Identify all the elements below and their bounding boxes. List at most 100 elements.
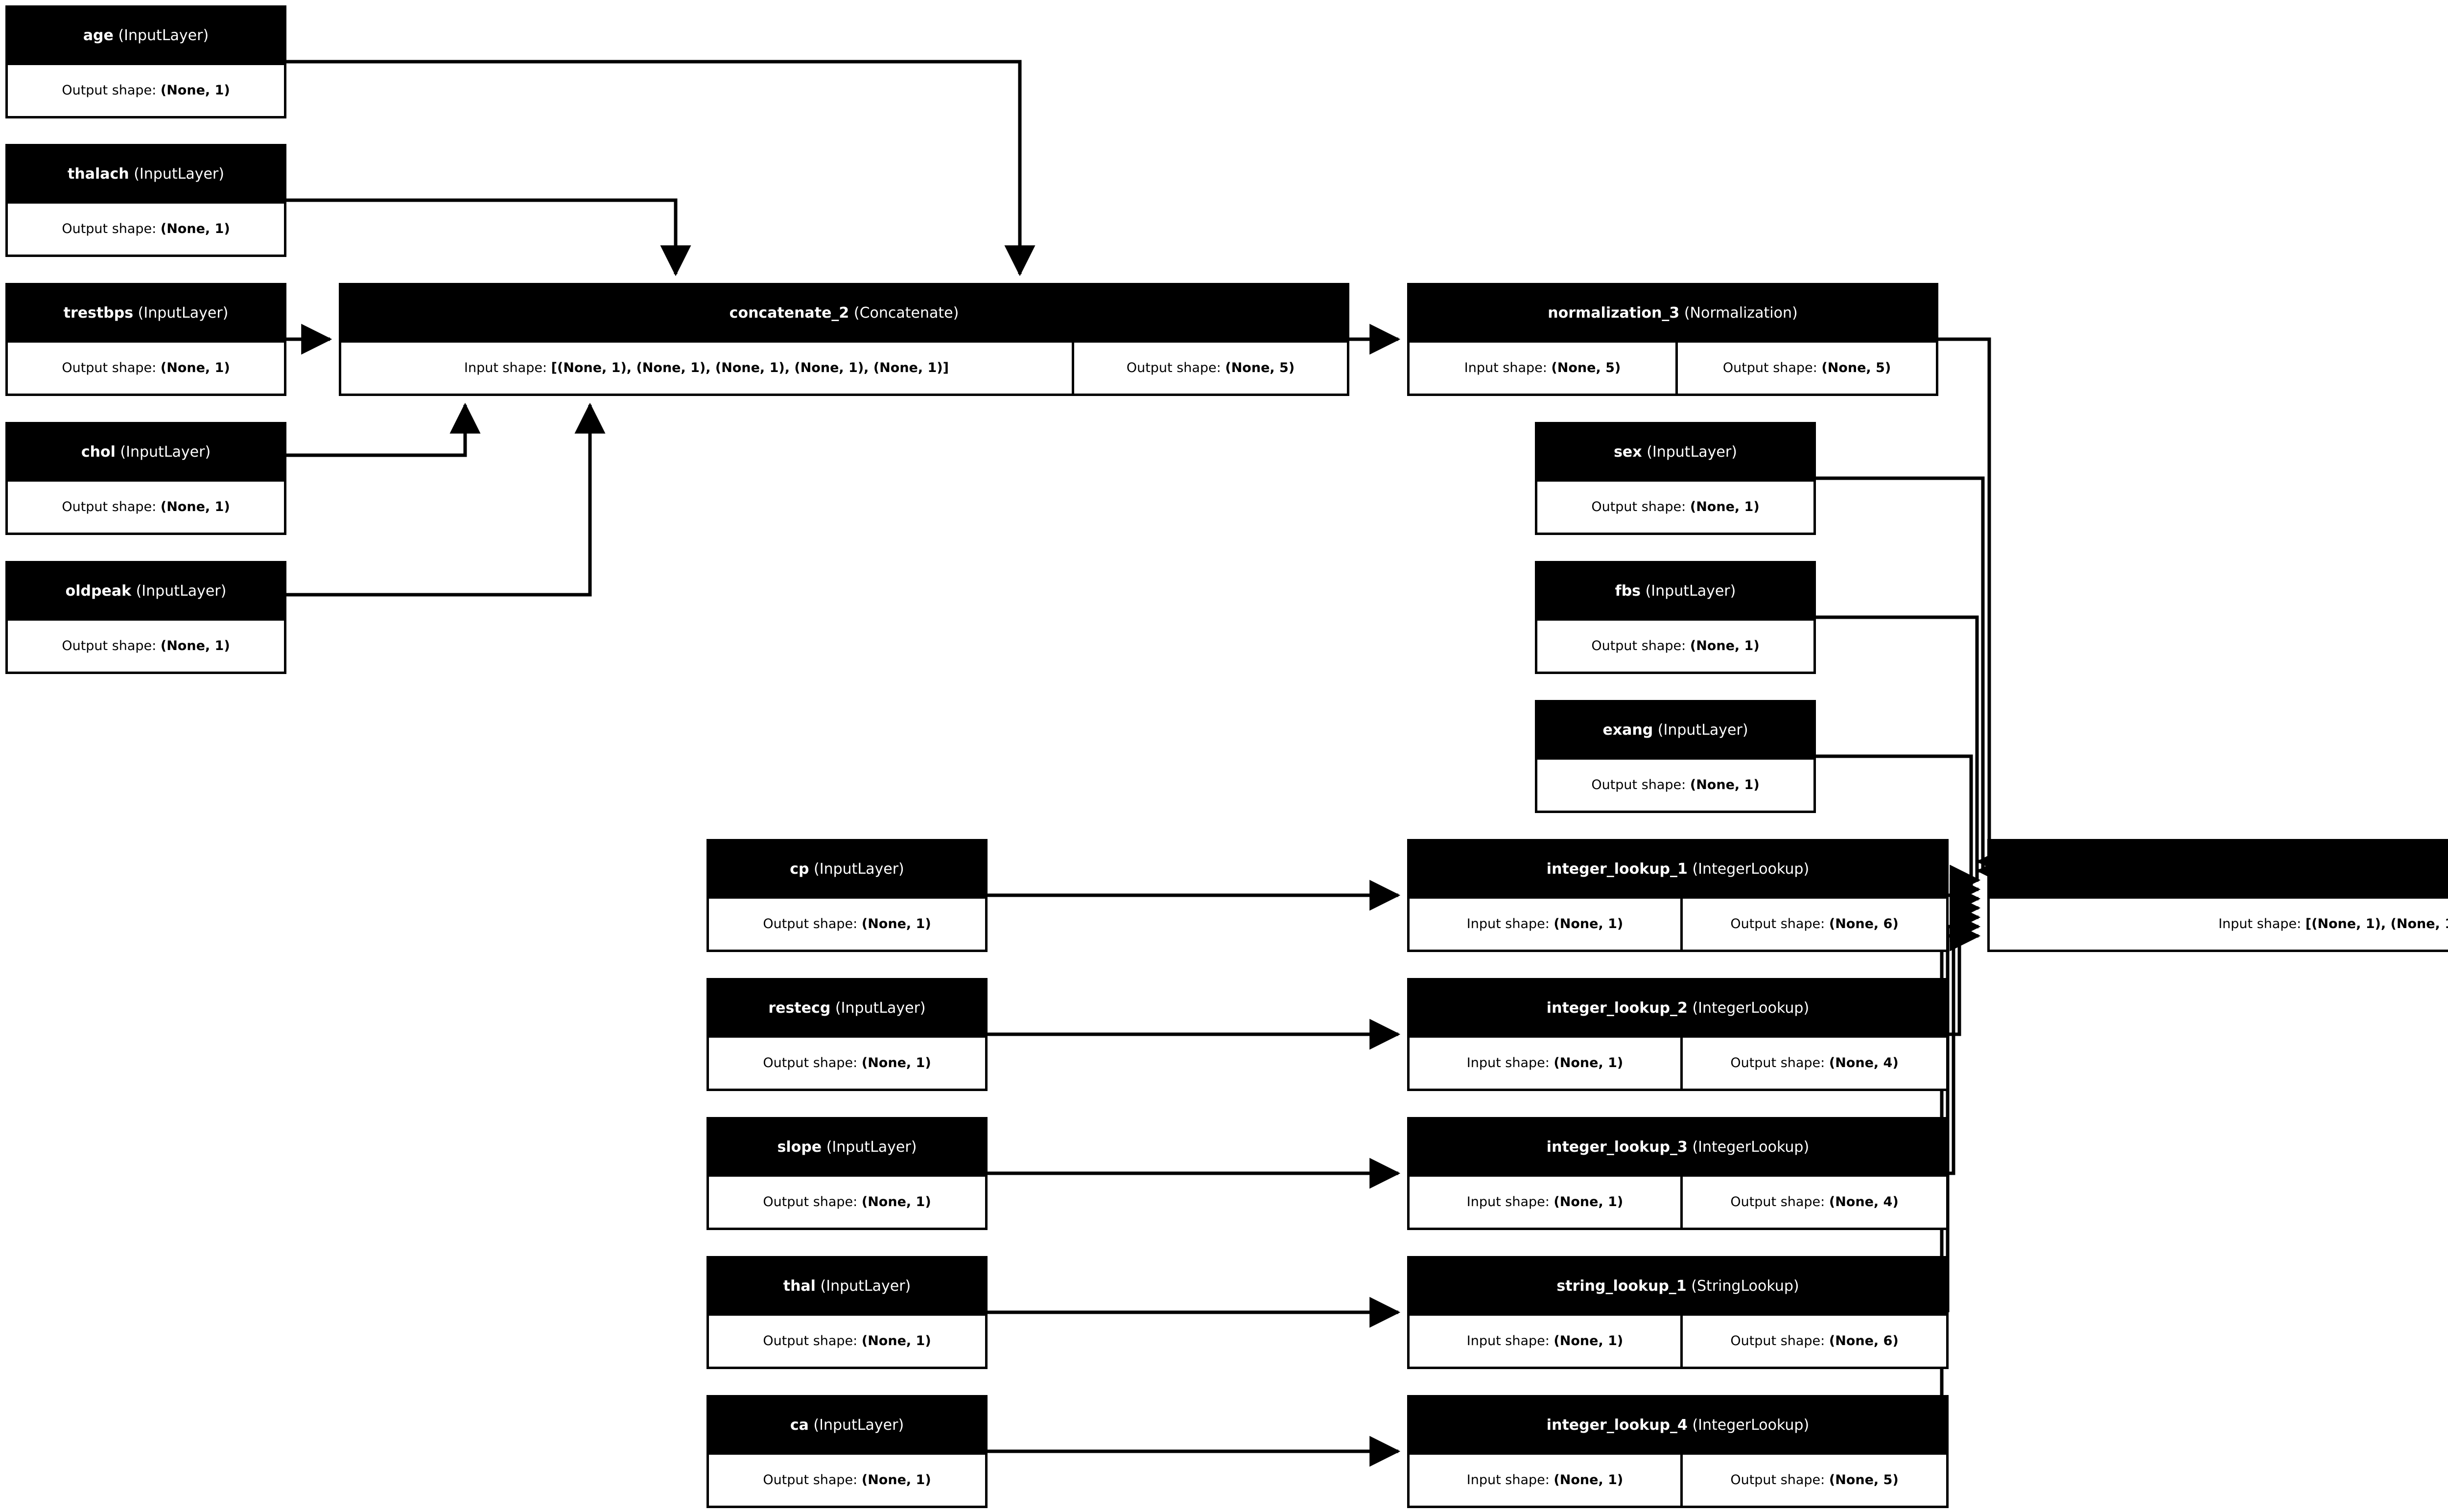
layer-node-chol[interactable]: chol (InputLayer)Output shape: (None, 1) — [5, 422, 286, 535]
layer-node-sex[interactable]: sex (InputLayer)Output shape: (None, 1) — [1535, 422, 1816, 535]
input-shape-label: Input shape: — [1466, 1055, 1554, 1071]
edge-integer_lookup_1-to-concatenate_3 — [1949, 883, 1981, 914]
layer-shapes-normalization_3: Input shape: (None, 5) Output shape: (Non… — [1410, 340, 1936, 394]
layer-class-chol: (InputLayer) — [120, 443, 211, 461]
output-shape-value: (None, 1) — [861, 1333, 931, 1349]
output-shape-label: Output shape: — [1722, 360, 1822, 376]
layer-class-oldpeak: (InputLayer) — [136, 582, 227, 600]
output-shape-value: (None, 1) — [160, 360, 230, 376]
layer-title-fbs: fbs (InputLayer) — [1537, 563, 1813, 618]
layer-output-shape-integer_lookup_1: Output shape: (None, 6) — [1680, 899, 1946, 950]
output-shape-value: (None, 1) — [861, 916, 931, 932]
layer-node-concatenate_3[interactable]: concatenate_3 (Concatenate)Input shape: … — [1987, 839, 2448, 952]
layer-node-normalization_3[interactable]: normalization_3 (Normalization)Input sha… — [1407, 283, 1938, 396]
layer-shapes-concatenate_2: Input shape: [(None, 1), (None, 1), (Non… — [341, 340, 1347, 394]
edge-integer_lookup_3-to-concatenate_3 — [1949, 902, 1981, 1175]
output-shape-value: (None, 4) — [1829, 1194, 1899, 1210]
layer-output-shape-chol: Output shape: (None, 1) — [8, 482, 284, 533]
output-shape-value: (None, 1) — [1690, 638, 1760, 654]
layer-shapes-integer_lookup_1: Input shape: (None, 1) Output shape: (Non… — [1410, 896, 1946, 950]
layer-name-string_lookup_1: string_lookup_1 — [1556, 1277, 1687, 1295]
layer-name-restecg: restecg — [768, 999, 831, 1017]
layer-title-string_lookup_1: string_lookup_1 (StringLookup) — [1410, 1258, 1946, 1313]
output-shape-value: (None, 1) — [861, 1472, 931, 1488]
layer-class-integer_lookup_2: (IntegerLookup) — [1692, 999, 1810, 1017]
layer-class-slope: (InputLayer) — [826, 1138, 917, 1156]
layer-output-shape-fbs: Output shape: (None, 1) — [1537, 621, 1813, 672]
input-shape-label: Input shape: — [464, 360, 551, 376]
output-shape-label: Output shape: — [62, 499, 161, 515]
input-shape-label: Input shape: — [1466, 916, 1554, 932]
layer-shapes-ca: Output shape: (None, 1) — [709, 1452, 985, 1506]
layer-title-thalach: thalach (InputLayer) — [8, 146, 284, 201]
layer-title-slope: slope (InputLayer) — [709, 1119, 985, 1174]
output-shape-value: (None, 4) — [1829, 1055, 1899, 1071]
layer-input-shape-concatenate_3: Input shape: [(None, 1), (None, 1), (Non… — [1990, 899, 2448, 950]
layer-name-ca: ca — [790, 1416, 809, 1434]
layer-node-fbs[interactable]: fbs (InputLayer)Output shape: (None, 1) — [1535, 561, 1816, 674]
layer-name-integer_lookup_1: integer_lookup_1 — [1546, 860, 1688, 878]
output-shape-label: Output shape: — [1591, 499, 1690, 515]
input-shape-value: (None, 5) — [1551, 360, 1621, 376]
layer-node-concatenate_2[interactable]: concatenate_2 (Concatenate)Input shape: … — [339, 283, 1349, 396]
layer-output-shape-ca: Output shape: (None, 1) — [709, 1455, 985, 1506]
layer-name-integer_lookup_4: integer_lookup_4 — [1546, 1416, 1688, 1434]
layer-node-integer_lookup_2[interactable]: integer_lookup_2 (IntegerLookup)Input sh… — [1407, 978, 1949, 1091]
output-shape-value: (None, 1) — [160, 221, 230, 237]
layer-node-trestbps[interactable]: trestbps (InputLayer)Output shape: (None… — [5, 283, 286, 396]
layer-node-oldpeak[interactable]: oldpeak (InputLayer) Output shape: (None,… — [5, 561, 286, 674]
layer-node-age[interactable]: age (InputLayer)Output shape: (None, 1) — [5, 5, 286, 118]
layer-title-restecg: restecg (InputLayer) — [709, 980, 985, 1035]
layer-node-slope[interactable]: slope (InputLayer)Output shape: (None, 1… — [706, 1117, 988, 1230]
layer-name-integer_lookup_3: integer_lookup_3 — [1546, 1138, 1688, 1156]
layer-input-shape-string_lookup_1: Input shape: (None, 1) — [1410, 1316, 1680, 1367]
layer-title-concatenate_3: concatenate_3 (Concatenate) — [1990, 841, 2448, 896]
layer-node-thalach[interactable]: thalach (InputLayer)Output shape: (None,… — [5, 144, 286, 257]
output-shape-label: Output shape: — [62, 360, 161, 376]
output-shape-label: Output shape: — [763, 916, 862, 932]
layer-name-slope: slope — [777, 1138, 822, 1156]
output-shape-label: Output shape: — [62, 638, 161, 654]
output-shape-value: (None, 1) — [1690, 499, 1760, 515]
layer-output-shape-thalach: Output shape: (None, 1) — [8, 204, 284, 255]
input-shape-label: Input shape: — [1466, 1472, 1554, 1488]
layer-node-integer_lookup_3[interactable]: integer_lookup_3 (IntegerLookup)Input sh… — [1407, 1117, 1949, 1230]
layer-input-shape-integer_lookup_4: Input shape: (None, 1) — [1410, 1455, 1680, 1506]
layer-node-exang[interactable]: exang (InputLayer)Output shape: (None, 1… — [1535, 700, 1816, 813]
input-shape-label: Input shape: — [1466, 1194, 1554, 1210]
layer-class-thal: (InputLayer) — [820, 1277, 911, 1295]
layer-title-oldpeak: oldpeak (InputLayer) — [8, 563, 284, 618]
output-shape-value: (None, 1) — [160, 638, 230, 654]
layer-node-integer_lookup_1[interactable]: integer_lookup_1 (IntegerLookup)Input sh… — [1407, 839, 1949, 952]
output-shape-value: (None, 5) — [1829, 1472, 1899, 1488]
layer-class-cp: (InputLayer) — [814, 860, 904, 878]
layer-output-shape-integer_lookup_2: Output shape: (None, 4) — [1680, 1038, 1946, 1089]
layer-node-ca[interactable]: ca (InputLayer) Output shape: (None, 1) — [706, 1395, 988, 1508]
layer-name-age: age — [83, 26, 114, 44]
layer-node-thal[interactable]: thal (InputLayer)Output shape: (None, 1) — [706, 1256, 988, 1369]
output-shape-label: Output shape: — [1730, 1472, 1829, 1488]
input-shape-label: Input shape: — [1464, 360, 1552, 376]
layer-title-age: age (InputLayer) — [8, 8, 284, 63]
layer-output-shape-normalization_3: Output shape: (None, 5) — [1675, 343, 1936, 394]
layer-title-concatenate_2: concatenate_2 (Concatenate) — [341, 285, 1347, 340]
output-shape-label: Output shape: — [1730, 1333, 1829, 1349]
output-shape-label: Output shape: — [1730, 1194, 1829, 1210]
layer-node-string_lookup_1[interactable]: string_lookup_1 (StringLookup)Input shap… — [1407, 1256, 1949, 1369]
output-shape-label: Output shape: — [1591, 638, 1690, 654]
output-shape-value: (None, 1) — [160, 83, 230, 98]
layer-class-integer_lookup_4: (IntegerLookup) — [1692, 1416, 1810, 1434]
output-shape-label: Output shape: — [1730, 1055, 1829, 1071]
layer-node-integer_lookup_4[interactable]: integer_lookup_4 (IntegerLookup) Input sh… — [1407, 1395, 1949, 1508]
output-shape-value: (None, 6) — [1829, 1333, 1899, 1349]
edge-chol-to-concatenate_2 — [286, 402, 481, 457]
layer-class-ca: (InputLayer) — [813, 1416, 904, 1434]
input-shape-value: (None, 1) — [1554, 916, 1624, 932]
layer-name-oldpeak: oldpeak — [65, 582, 132, 600]
input-shape-value: (None, 1) — [1554, 1055, 1624, 1071]
layer-class-trestbps: (InputLayer) — [138, 304, 229, 322]
layer-node-restecg[interactable]: restecg (InputLayer)Output shape: (None,… — [706, 978, 988, 1091]
layer-class-concatenate_2: (Concatenate) — [853, 304, 959, 322]
layer-shapes-thalach: Output shape: (None, 1) — [8, 201, 284, 255]
layer-node-cp[interactable]: cp (InputLayer)Output shape: (None, 1) — [706, 839, 988, 952]
